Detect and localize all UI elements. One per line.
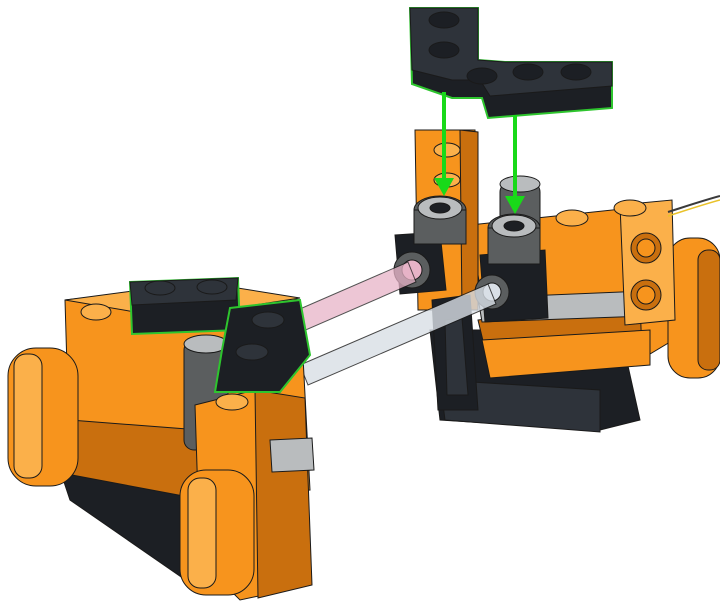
left-front-round-light [188, 478, 216, 588]
stud [434, 143, 460, 157]
stud-black [429, 12, 459, 28]
technic-hole-inner [637, 286, 655, 304]
stud-black [145, 281, 175, 295]
stud [81, 304, 111, 320]
stud-black [236, 344, 268, 360]
down-arrow-icon [505, 115, 525, 214]
stud-black [252, 312, 284, 328]
stud [556, 210, 588, 226]
left-front-block-side [255, 390, 312, 598]
stud-black [467, 68, 497, 84]
wire-yellow [668, 200, 720, 216]
dark-stud-left-hole [430, 203, 450, 213]
right-round-end-shade [698, 250, 720, 370]
gray-round-brick-top [500, 176, 540, 192]
left-assembly [8, 278, 314, 600]
left-gray-plate [270, 438, 314, 472]
wire [668, 196, 720, 212]
stud [614, 200, 646, 216]
dark-stud-right-hole [504, 221, 524, 231]
stud [216, 394, 248, 410]
stud-black [429, 42, 459, 58]
stud-black [197, 280, 227, 294]
technic-hole-inner [637, 239, 655, 257]
left-round-end-light [14, 354, 42, 478]
stud-black [561, 64, 591, 80]
stud-black [513, 64, 543, 80]
